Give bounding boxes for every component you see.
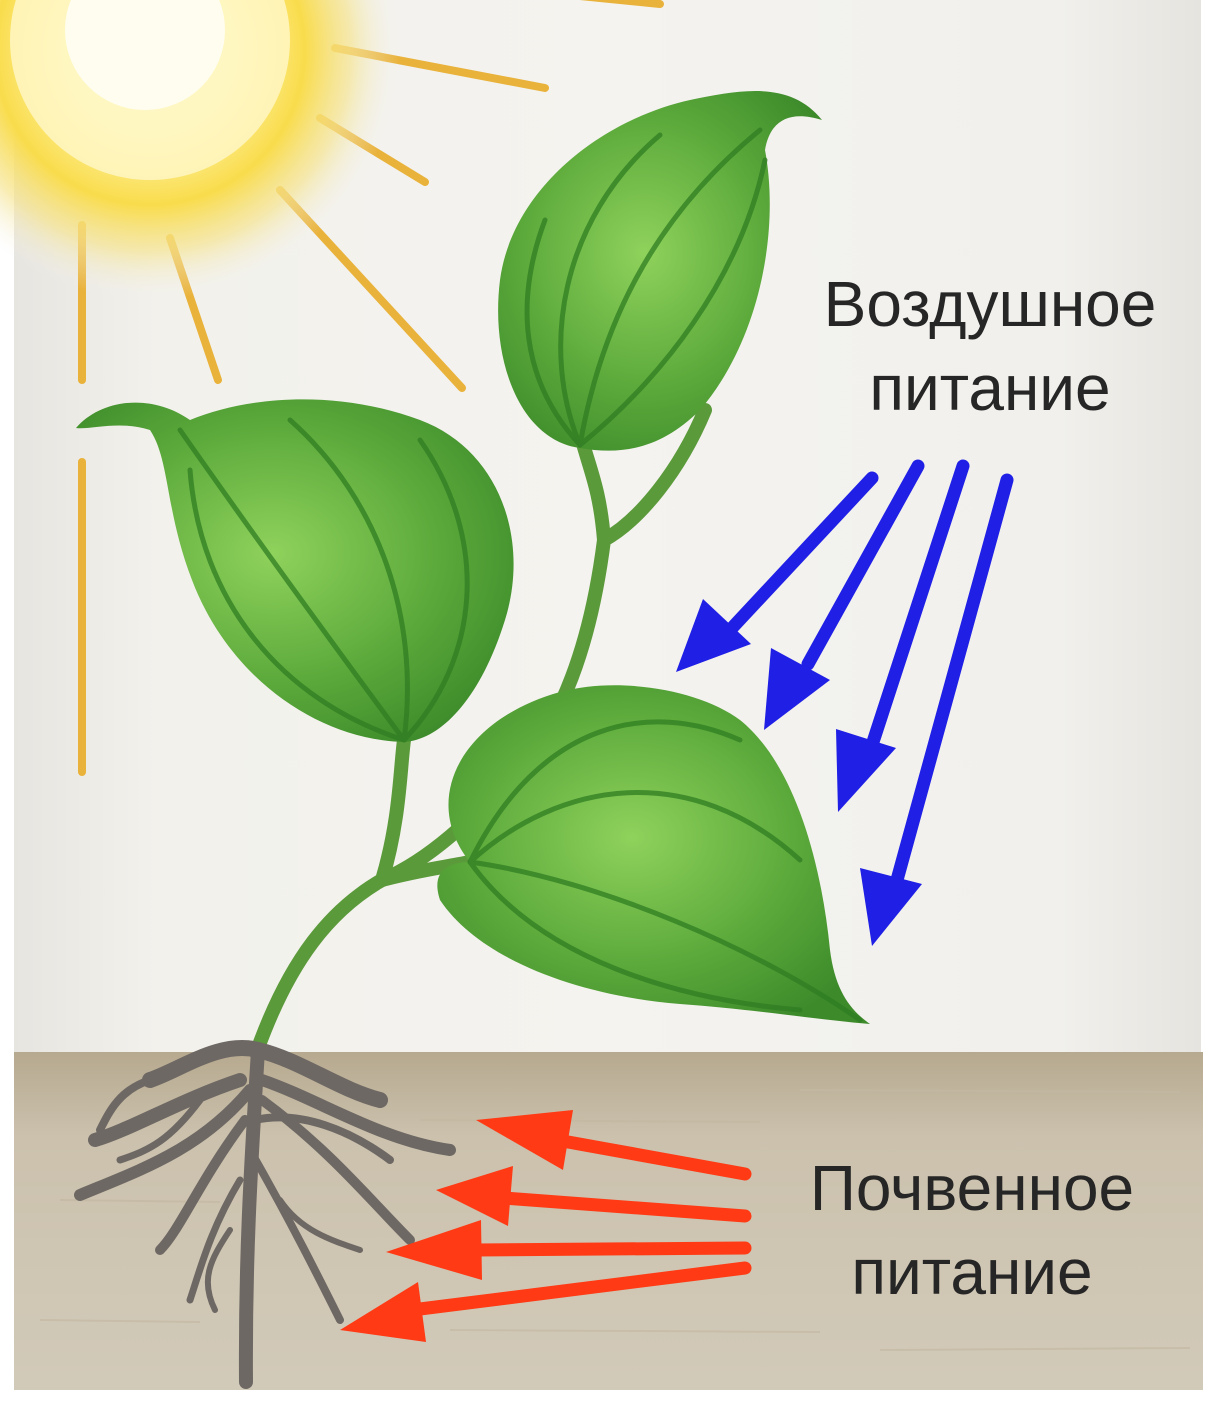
air-nutrition-line2: питание <box>780 346 1200 430</box>
leaf-bottom <box>437 685 870 1024</box>
air-nutrition-line1: Воздушное <box>780 262 1200 346</box>
air-nutrition-label: Воздушное питание <box>780 262 1200 430</box>
leaf-left <box>76 399 514 742</box>
soil-nutrition-label: Почвенное питание <box>762 1146 1182 1314</box>
air-arrow-3 <box>836 466 963 812</box>
soil-nutrition-line2: питание <box>762 1230 1182 1314</box>
soil-nutrition-line1: Почвенное <box>762 1146 1182 1230</box>
air-arrow-1 <box>676 478 872 672</box>
leaf-top <box>498 91 822 451</box>
